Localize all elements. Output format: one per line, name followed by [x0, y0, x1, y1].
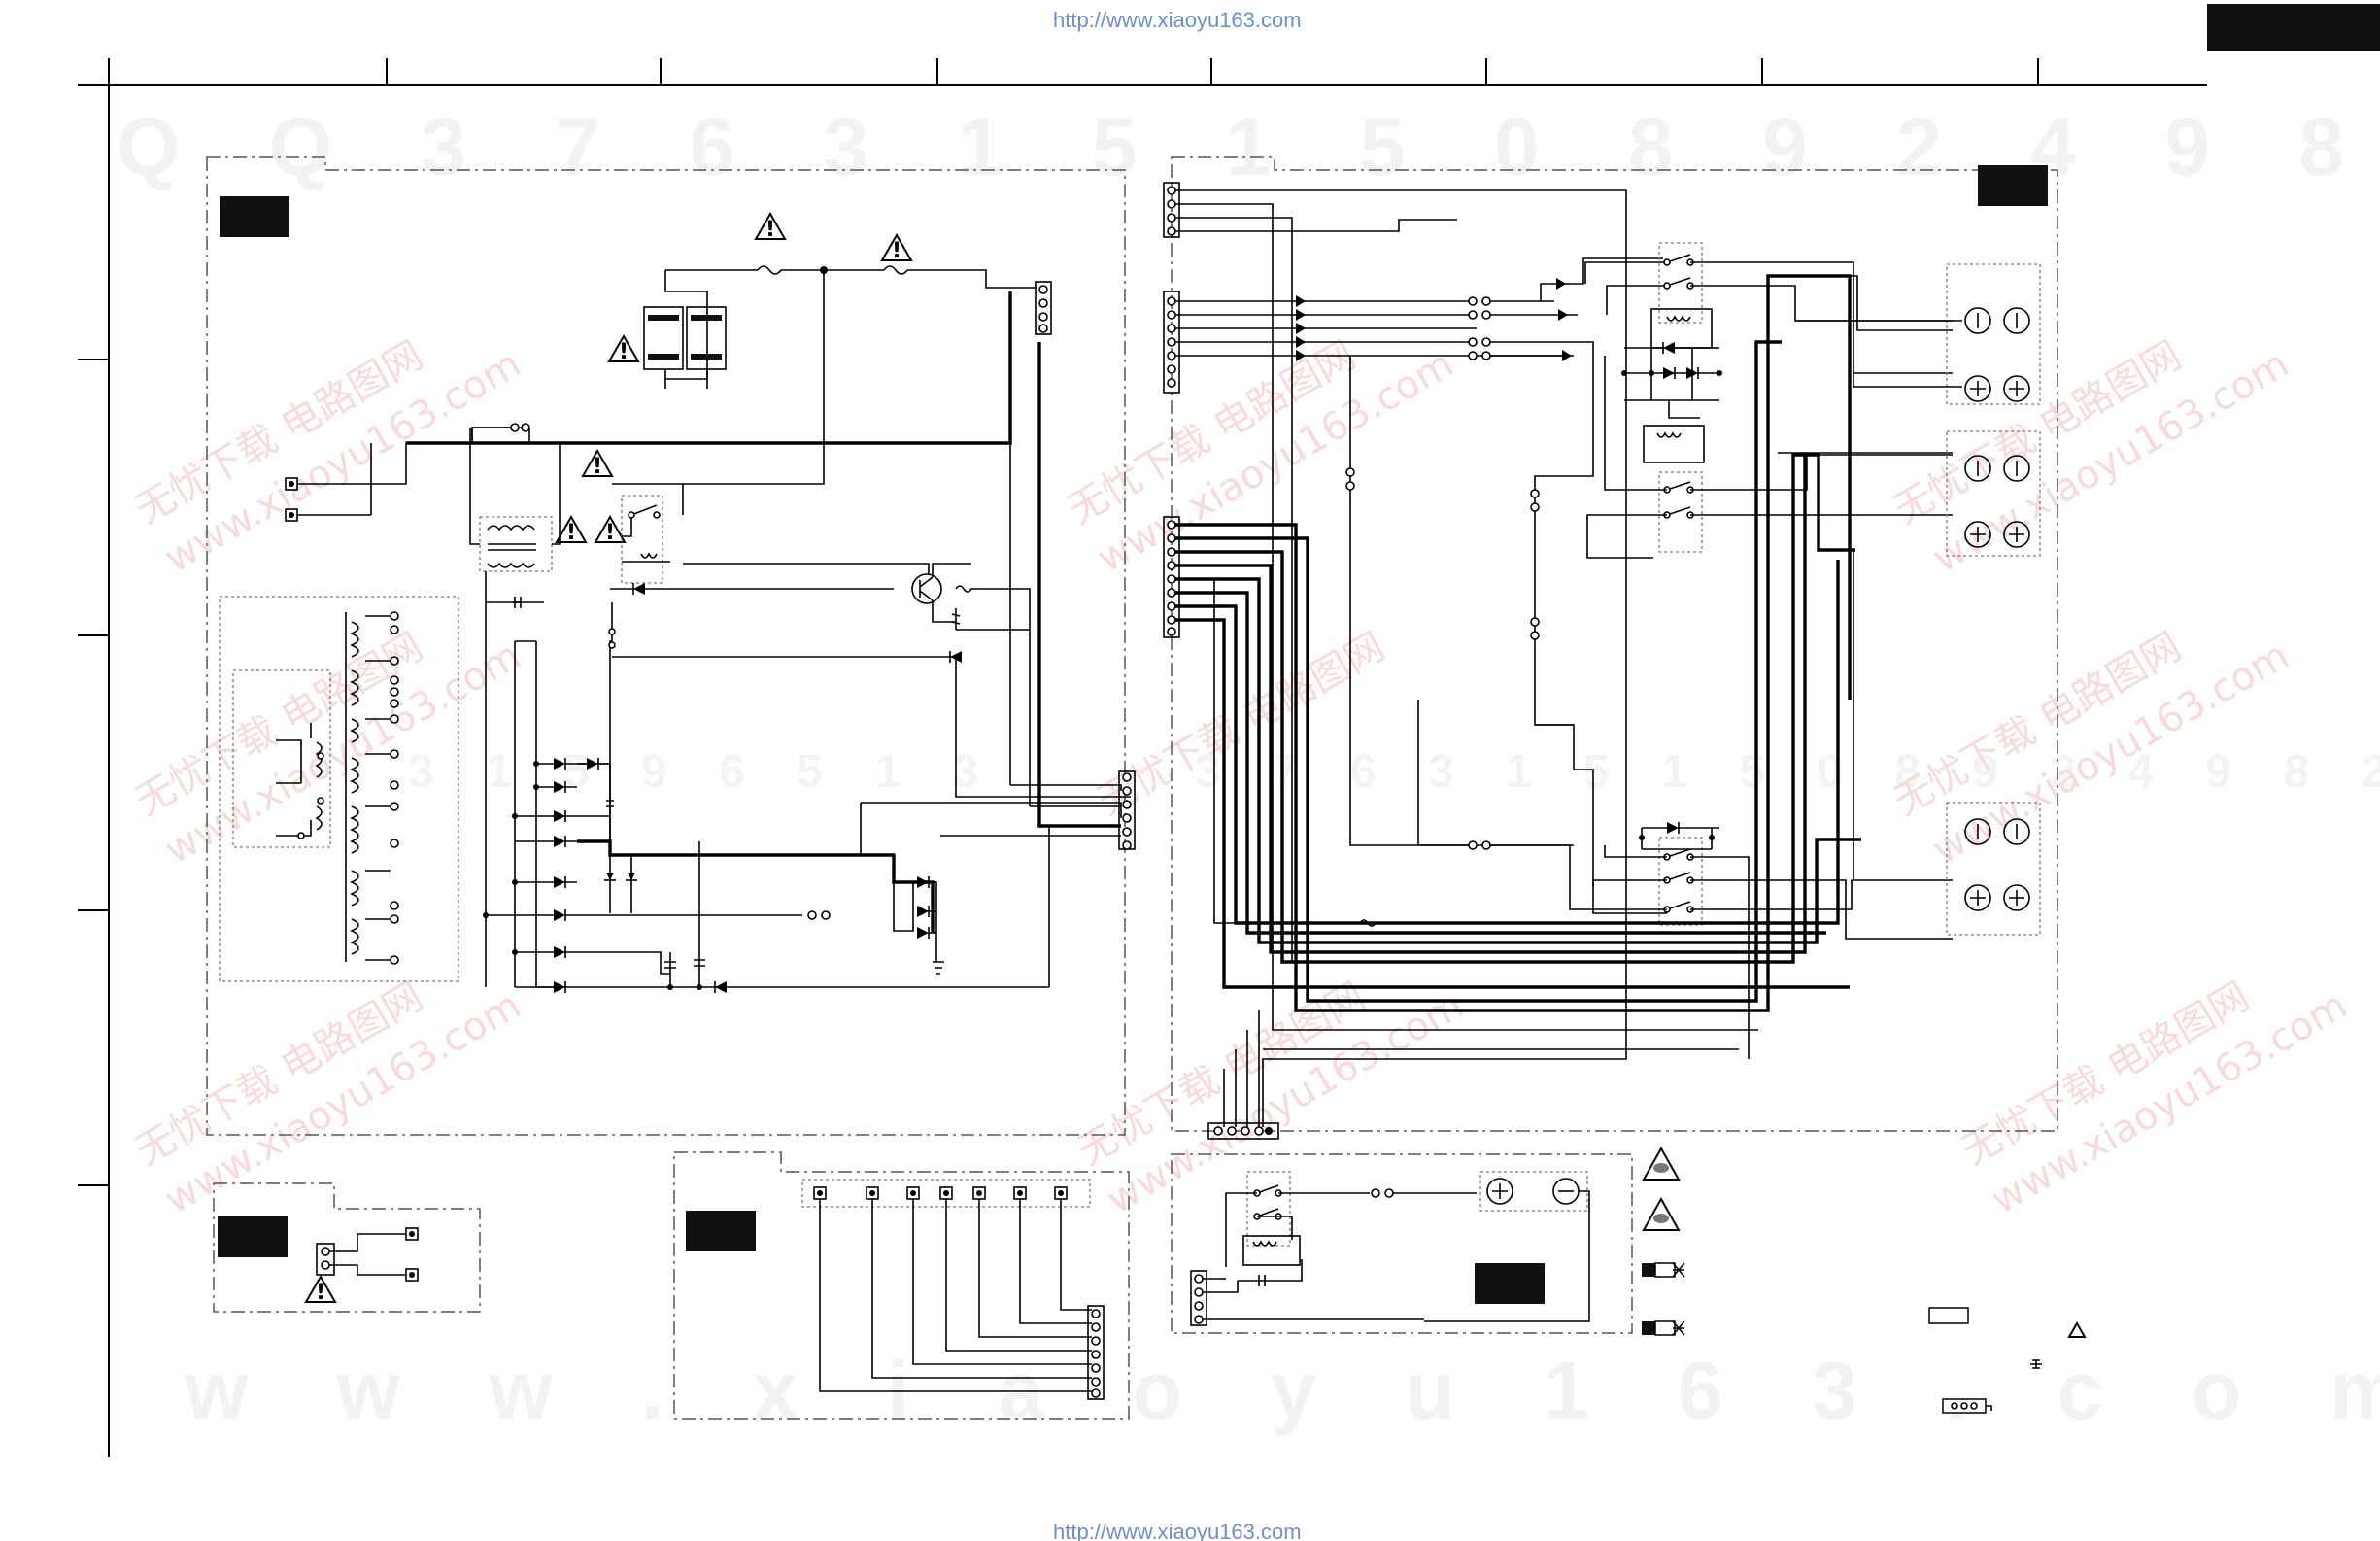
svg-text:!: !: [605, 521, 615, 545]
output-connector: [1190, 1270, 1207, 1326]
svg-text:!: !: [316, 1281, 325, 1305]
ground-icon: [2030, 1359, 2042, 1369]
watermark-bottom-row: w w w . x i a o y u 1 6 3 . c o m: [184, 1345, 2380, 1436]
diode-icon: [515, 810, 577, 822]
diode-icon: [515, 836, 577, 847]
diode-icon: [632, 583, 645, 595]
footer-url[interactable]: http://www.xiaoyu163.com: [1053, 1520, 1302, 1541]
diode-icon: [1642, 1320, 1685, 1336]
svg-text:!: !: [593, 455, 602, 479]
watermark-middle-row: 3 7 6 3 1 5 1 5 0 8 9 2 4 9 8 2 9 9: [1195, 746, 2380, 798]
diode-icon: [515, 981, 566, 993]
svg-text:!: !: [892, 239, 901, 263]
diode-icon: [486, 909, 577, 921]
header-url[interactable]: http://www.xiaoyu163.com: [1053, 8, 1302, 32]
connector-bottom: [1207, 1122, 1279, 1140]
switch-connector: [1087, 1305, 1105, 1400]
watermark-middle-left: 3 1 5 9 6 5 1 3: [408, 746, 998, 798]
switch-block: [673, 1151, 1130, 1420]
legend: [1642, 1146, 2087, 1414]
transistor-icon: [911, 573, 942, 604]
output-block-label-plate: [1475, 1263, 1545, 1304]
speaker-terminal-icon: [1946, 263, 2041, 405]
warning-triangle-icon: !: [880, 232, 913, 263]
connector-ac-out: [1035, 281, 1052, 335]
diode-icon: [515, 946, 577, 958]
diode-icon: [604, 800, 637, 881]
warning-triangle-icon: !: [581, 448, 614, 479]
diode-icon: [714, 981, 727, 993]
diode-icon: [917, 876, 930, 939]
page-tab-marker: [2207, 4, 2380, 51]
warning-triangle-icon: [2067, 1320, 2087, 1338]
jack-block: !: [213, 1182, 481, 1313]
warning-triangle-icon: [1642, 1196, 1681, 1231]
warning-triangle-icon: !: [555, 514, 588, 545]
svg-text:!: !: [566, 521, 576, 545]
warning-triangle-icon: !: [754, 211, 787, 242]
output-relay-block: [1171, 1153, 1633, 1334]
warning-triangle-icon: [1642, 1146, 1681, 1181]
amp-block-label-plate: [1978, 165, 2048, 206]
warning-triangle-icon: !: [607, 333, 640, 364]
page-frame: [78, 4, 2380, 1457]
jack-block-label-plate: [218, 1216, 288, 1257]
power-supply-block: ! ! ! ! ! !: [206, 156, 1136, 1136]
svg-text:!: !: [765, 218, 775, 242]
diode-icon: [1667, 822, 1680, 834]
amp-relay-block: [1163, 156, 2058, 1140]
speaker-terminal-icon: [1479, 1171, 1588, 1212]
legend-board-box: [1928, 1307, 1969, 1324]
diode-icon: [949, 651, 962, 663]
relay-icon: [1658, 837, 1703, 926]
fuse-icon: [665, 265, 824, 275]
svg-text:!: !: [619, 340, 629, 364]
jack-connector: [316, 1243, 335, 1276]
warning-triangle-icon: !: [594, 514, 627, 545]
diode-icon: [1642, 1262, 1685, 1278]
fuse-icon: [824, 265, 1037, 289]
relay-icon: [1643, 425, 1705, 553]
power-block-label-plate: [220, 196, 289, 237]
warning-triangle-icon: !: [304, 1274, 337, 1305]
speaker-terminal-icon: [1946, 802, 2041, 936]
diode-icon: [515, 876, 577, 888]
connector-in-1: [1163, 182, 1180, 238]
switch-block-label-plate: [686, 1211, 756, 1251]
transformer-icon: [479, 516, 553, 572]
speaker-terminal-icon: [1946, 430, 2041, 557]
connector-in-3: [1163, 516, 1180, 638]
